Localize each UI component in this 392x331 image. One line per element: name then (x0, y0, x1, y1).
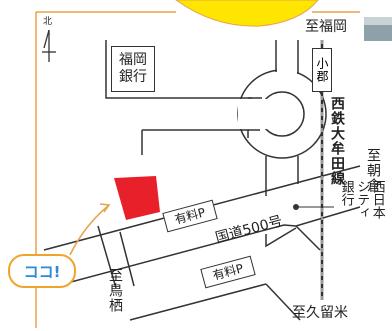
railway-label: 西鉄大牟田線 (329, 96, 345, 186)
sun-decoration (175, 0, 319, 27)
road-lower-right (265, 227, 297, 248)
north-arrow-icon (42, 29, 56, 62)
ogori-label: 小郡 (315, 57, 329, 83)
here-label: ココ! (23, 262, 61, 281)
to-asakura-label: 至朝倉 (365, 148, 381, 193)
to-kurume-label: 至久留米 (292, 305, 348, 321)
road-lower (97, 225, 321, 321)
target-location (114, 176, 160, 220)
parking-upper-label: 有料P (173, 205, 207, 227)
nishinippon-bank-label: 西日本 シティ 銀行 (338, 180, 385, 219)
to-tosu-label: 至鳥栖 (107, 268, 123, 313)
compass-label: 北 (43, 17, 53, 27)
here-arrow (69, 205, 109, 256)
parking-lower-label: 有料P (211, 261, 245, 283)
fukuoka-bank-box: 福岡 銀行 (111, 46, 155, 92)
here-badge: ココ! (8, 254, 76, 288)
fukuoka-bank-label: 福岡 銀行 (119, 51, 147, 86)
to-fukuoka-label: 至福岡 (305, 19, 347, 35)
ogori-box: 小郡 (312, 48, 332, 92)
